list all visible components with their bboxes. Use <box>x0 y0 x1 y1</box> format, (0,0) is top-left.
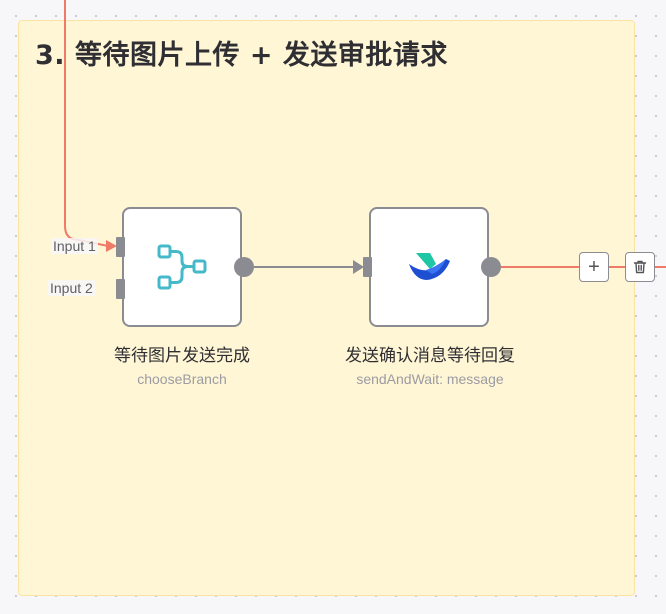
node-send-confirmation-output-handle[interactable] <box>481 257 501 277</box>
incoming-arrow <box>106 240 117 252</box>
node-send-confirmation-input-handle[interactable] <box>363 257 372 277</box>
incoming-connection[interactable] <box>64 0 109 247</box>
delete-icon <box>633 260 647 274</box>
add-node-button[interactable]: + <box>579 252 609 282</box>
input-2-handle[interactable] <box>116 279 125 299</box>
node-send-confirmation[interactable] <box>369 207 489 327</box>
node-send-confirmation-title: 发送确认消息等待回复 <box>345 346 515 366</box>
input-1-handle[interactable] <box>116 237 125 257</box>
delete-connection-button[interactable] <box>625 252 655 282</box>
node-wait-image-title: 等待图片发送完成 <box>114 346 250 366</box>
sticky-note-title: 3. 等待图片上传 + 发送审批请求 <box>35 40 448 71</box>
plus-icon: + <box>588 256 600 278</box>
branch-icon <box>157 244 207 290</box>
node-wait-image-output-handle[interactable] <box>234 257 254 277</box>
lark-bird-icon <box>409 253 450 280</box>
node-wait-image-type: chooseBranch <box>137 371 227 387</box>
input-2-label: Input 2 <box>48 280 95 296</box>
node-connection-arrow <box>353 260 364 274</box>
node-send-confirmation-type: sendAndWait: message <box>356 371 504 387</box>
input-1-label: Input 1 <box>51 238 98 254</box>
sticky-note[interactable]: 3. 等待图片上传 + 发送审批请求 <box>18 20 635 596</box>
node-wait-image[interactable] <box>122 207 242 327</box>
